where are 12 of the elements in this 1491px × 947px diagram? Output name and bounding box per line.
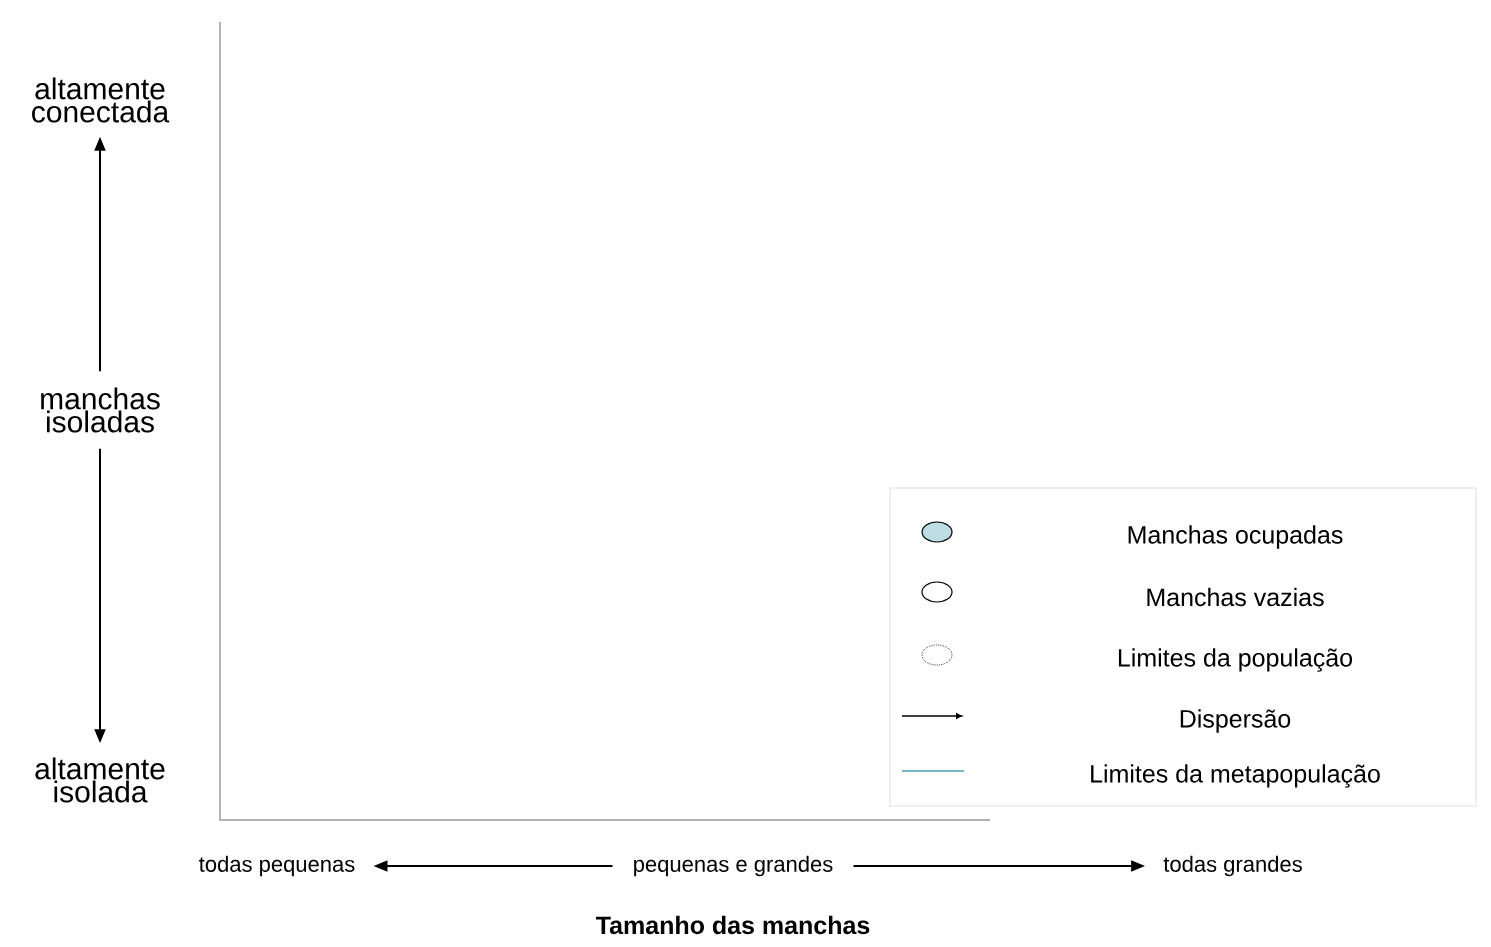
legend-label: Manchas vazias — [1147, 587, 1324, 607]
legend-label: Manchas ocupadas — [1128, 525, 1343, 549]
axis-label: altamente isolada — [35, 757, 165, 803]
axis-title: Tamanho das manchas — [596, 915, 870, 935]
axis-label: manchas isoladas — [41, 387, 160, 433]
legend-label: Dispersão — [1180, 709, 1291, 733]
axis-label: todas grandes — [1163, 855, 1302, 877]
axis-label: altamente conectada — [32, 77, 170, 123]
axis-label: todas pequenas — [199, 855, 355, 877]
legend-label: Limites da população — [1118, 648, 1353, 672]
axis-label: pequenas e grandes — [634, 855, 833, 877]
legend-label: Limites da metapopulação — [1091, 764, 1380, 788]
